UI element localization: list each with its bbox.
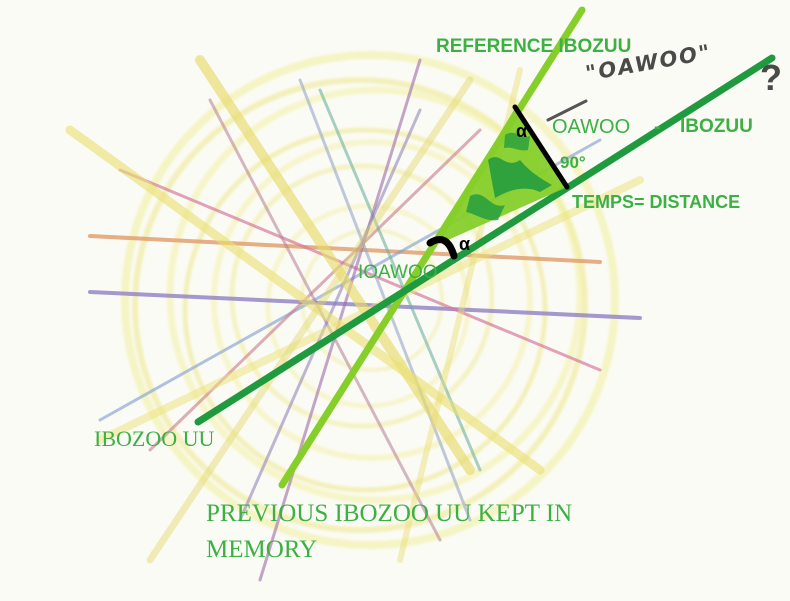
ibozuu-lines: [194, 6, 776, 489]
previous-ibozoo-label-line1: PREVIOUS IBOZOO UU KEPT IN: [206, 500, 573, 527]
angle-wedge: [432, 108, 565, 247]
oawoo-pointer: [546, 99, 588, 122]
background-pencil-lines: [65, 55, 644, 582]
ibozoo-uu-line: [194, 54, 776, 426]
alpha-upper-label: α: [516, 121, 528, 141]
oawoo-near-angle-label: OAWOO: [552, 116, 631, 138]
reference-ibozuu-line: [278, 6, 586, 489]
time-distance-label: TEMPS= DISTANCE: [572, 192, 741, 212]
ibozuu-label: IBOZUU: [680, 116, 753, 137]
distance-chord: [512, 104, 570, 190]
reference-ibozuu-label: REFERENCE IBOZUU: [436, 36, 632, 57]
right-angle-label: 90°: [560, 153, 586, 172]
angle-arc: [426, 236, 458, 260]
background-scribble-circles: [121, 51, 619, 549]
alpha-lower-label: α: [459, 234, 471, 254]
ibozoo-uu-label: IBOZOO UU: [94, 426, 215, 451]
previous-ibozoo-label-line2: MEMORY: [206, 536, 318, 563]
angle-marks: [426, 104, 570, 260]
dash-label: -: [654, 116, 661, 138]
oawoo-center-label: IOAWOO: [358, 262, 438, 283]
question-mark-label: ?: [760, 57, 782, 98]
